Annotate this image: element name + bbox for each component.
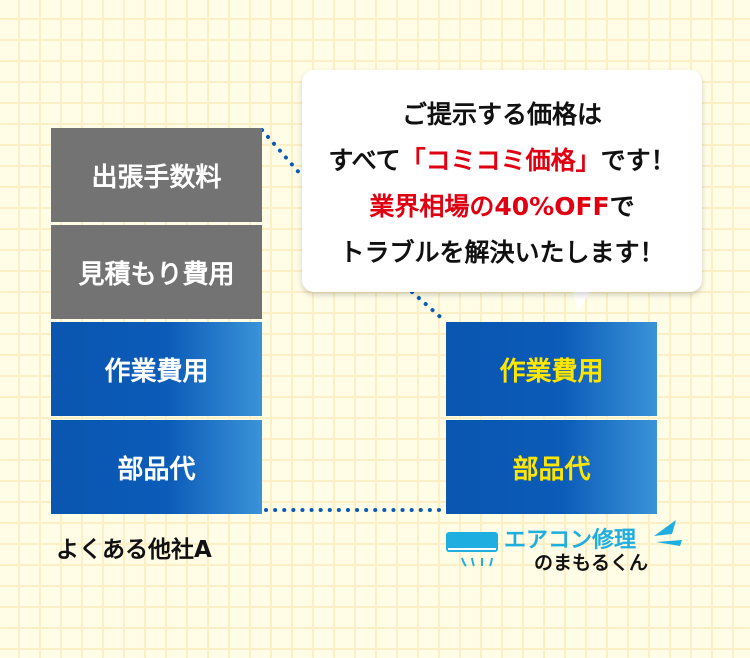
our-item-work-fee: 作業費用 [446, 322, 657, 416]
competitor-label: よくある他社A [56, 537, 212, 563]
dotted-line-top [260, 128, 304, 178]
competitor-item-travel-fee: 出張手数料 [51, 128, 262, 222]
competitor-item-estimate-fee: 見積もり費用 [51, 225, 262, 319]
our-item-parts-fee: 部品代 [446, 420, 657, 514]
bubble-text: です！ [600, 146, 676, 175]
speech-bubble: ご提示する価格は すべて「コミコミ価格」です！ 業界相場の40%OFFで トラブ… [302, 70, 702, 292]
logo-line-1: エアコン修理 [504, 528, 637, 553]
logo-line-2: のまもるくん [534, 552, 649, 574]
dotted-line-mid [410, 290, 448, 324]
bubble-highlight: 「コミコミ価格」 [400, 146, 601, 175]
bubble-line-4: トラブルを解決いたします！ [339, 238, 665, 267]
bubble-line-3: 業界相場の40%OFFで [302, 184, 702, 230]
bubble-text: すべて [328, 146, 401, 175]
brand-logo: エアコン修理 のまもるくん [446, 518, 686, 578]
sparkle-icon [654, 520, 682, 546]
competitor-item-work-fee: 作業費用 [51, 322, 262, 416]
air-conditioner-icon [446, 532, 498, 567]
bubble-tail [572, 288, 592, 312]
bubble-text: で [609, 192, 635, 221]
bubble-line-1: ご提示する価格は [401, 100, 602, 129]
bubble-line-2: すべて「コミコミ価格」です！ [302, 138, 702, 184]
bubble-highlight: 業界相場の40%OFF [369, 192, 610, 221]
competitor-item-parts-fee: 部品代 [51, 420, 262, 514]
